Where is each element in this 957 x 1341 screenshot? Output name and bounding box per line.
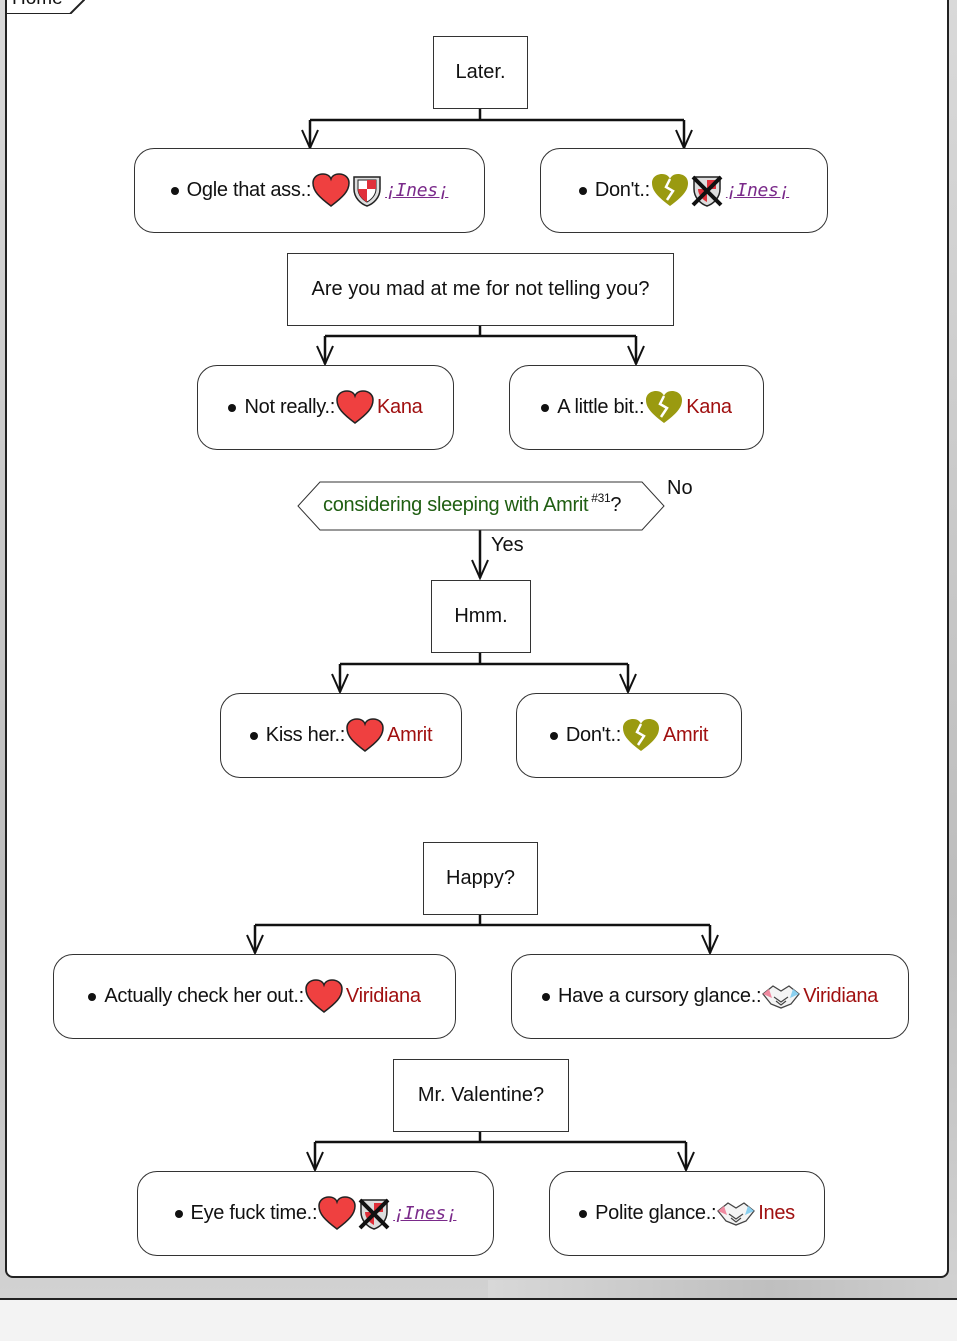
heart-icon — [312, 172, 350, 207]
choice-text: Eye fuck time.: — [190, 1202, 318, 1224]
choice-polite[interactable]: Polite glance.: Ines — [549, 1171, 825, 1256]
bullet — [541, 403, 550, 412]
heart-icon — [346, 717, 384, 752]
condition-shape — [297, 481, 665, 531]
crossed-shield-icon — [691, 175, 723, 207]
bullet — [542, 992, 551, 1001]
node-mad: Are you mad at me for not telling you? — [287, 253, 674, 326]
bullet — [174, 1209, 183, 1218]
character-link[interactable]: ¡Ines¡ — [385, 180, 449, 201]
background-photo-strip — [488, 1280, 957, 1300]
node-hmm: Hmm. — [431, 580, 531, 653]
broken-heart-icon — [622, 718, 659, 751]
bottom-divider — [0, 1298, 957, 1300]
choice-text: Not really.: — [244, 396, 335, 418]
choice-text: Ogle that ass.: — [186, 179, 312, 201]
character-name: Amrit — [662, 724, 709, 746]
choice-text: Polite glance.: — [595, 1202, 717, 1224]
heart-icon — [318, 1195, 356, 1230]
choice-text: A little bit.: — [557, 396, 645, 418]
broken-heart-icon — [651, 173, 688, 206]
bullet — [579, 1209, 588, 1218]
character-name: Viridiana — [345, 985, 421, 1007]
handshake-icon — [762, 984, 801, 1009]
condition-ref: #31 — [591, 491, 611, 505]
choice-check-out[interactable]: Actually check her out.: Viridiana — [53, 954, 456, 1039]
choice-not-really[interactable]: Not really.: Kana — [197, 365, 454, 450]
bullet — [170, 186, 179, 195]
choice-text: Don't.: — [594, 179, 650, 201]
choice-dont-amrit[interactable]: Don't.: Amrit — [516, 693, 742, 778]
bullet — [88, 992, 97, 1001]
character-name: Kana — [686, 396, 732, 418]
crossed-shield-icon — [358, 1198, 390, 1230]
choice-text: Kiss her.: — [265, 724, 346, 746]
character-name: Amrit — [387, 724, 433, 746]
bullet — [249, 731, 258, 740]
choice-little-bit[interactable]: A little bit.: Kana — [509, 365, 764, 450]
condition-suffix: ? — [610, 494, 622, 516]
frame-tab — [5, 0, 85, 14]
bullet — [549, 731, 558, 740]
choice-kiss[interactable]: Kiss her.: Amrit — [220, 693, 462, 778]
bullet — [228, 403, 237, 412]
condition-yes-label: Yes — [491, 534, 524, 556]
choice-cursory[interactable]: Have a cursory glance.: Viridiana — [511, 954, 909, 1039]
condition-text: considering sleeping with Amrit — [323, 494, 589, 516]
handshake-icon — [717, 1201, 756, 1226]
character-link[interactable]: ¡Ines¡ — [393, 1203, 457, 1224]
node-happy: Happy? — [423, 842, 538, 915]
heart-icon — [336, 389, 374, 424]
shield-icon — [353, 175, 381, 207]
broken-heart-icon — [646, 390, 683, 423]
bullet — [578, 186, 587, 195]
choice-eye[interactable]: Eye fuck time.: ¡Ines¡ — [137, 1171, 494, 1256]
character-link[interactable]: ¡Ines¡ — [725, 180, 790, 201]
character-name: Viridiana — [803, 985, 878, 1007]
condition-no-label: No — [667, 477, 693, 499]
character-name: Kana — [377, 396, 423, 418]
choice-text: Actually check her out.: — [104, 985, 304, 1007]
node-valentine: Mr. Valentine? — [393, 1059, 569, 1132]
choice-text: Have a cursory glance.: — [558, 985, 762, 1007]
choice-text: Don't.: — [565, 724, 621, 746]
heart-icon — [305, 978, 343, 1013]
node-later: Later. — [433, 36, 528, 109]
character-name: Ines — [758, 1202, 795, 1224]
frame-tab-label: Home — [12, 0, 63, 10]
condition-label: considering sleeping with Amrit#31? — [323, 491, 622, 517]
choice-dont-ines[interactable]: Don't.: ¡Ines¡ — [540, 148, 828, 233]
choice-ogle[interactable]: Ogle that ass.: ¡Ines¡ — [134, 148, 485, 233]
